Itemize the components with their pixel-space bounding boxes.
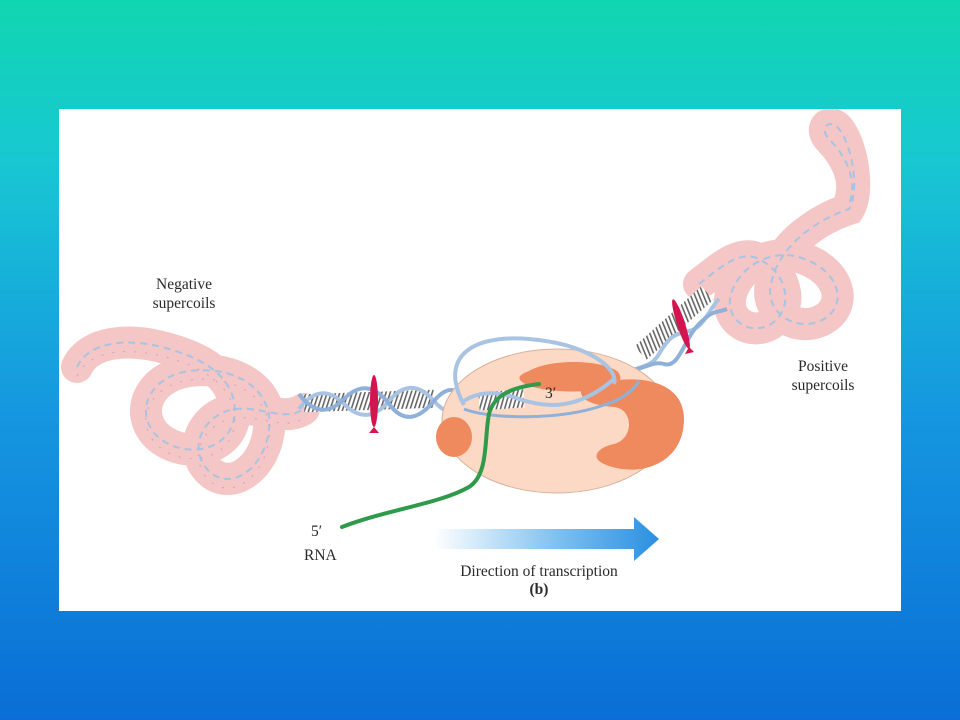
- dna-helix-right: [612, 286, 728, 381]
- transcription-supercoiling-diagram: [61, 109, 871, 561]
- transcription-bubble: [453, 336, 641, 419]
- rna-label: RNA: [304, 547, 337, 564]
- rna-3prime-label: 3′: [545, 385, 557, 402]
- positive-supercoils-label: Positive supercoils: [773, 357, 873, 395]
- panel-letter: (b): [529, 581, 549, 598]
- positive-supercoils-label-line2: supercoils: [791, 377, 855, 394]
- rna-5prime-label: 5′: [311, 523, 323, 540]
- rotation-arrow-left: [369, 375, 379, 433]
- negative-supercoils-label-line2: supercoils: [152, 295, 216, 312]
- figure-panel: Negative supercoils Positive supercoils …: [59, 109, 901, 611]
- negative-supercoils-label: Negative supercoils: [129, 275, 239, 313]
- rna-strand: [340, 382, 541, 529]
- rna-polymerase: [436, 348, 684, 494]
- rotation-arrow-right: [672, 299, 694, 354]
- direction-of-transcription-arrow: [434, 517, 659, 561]
- positive-supercoils-label-line1: Positive: [798, 358, 848, 375]
- negative-supercoil-tube: [61, 326, 320, 495]
- positive-supercoil-tube: [683, 109, 871, 345]
- negative-supercoils-label-line1: Negative: [156, 276, 212, 293]
- direction-of-transcription-caption: Direction of transcription: [460, 563, 618, 580]
